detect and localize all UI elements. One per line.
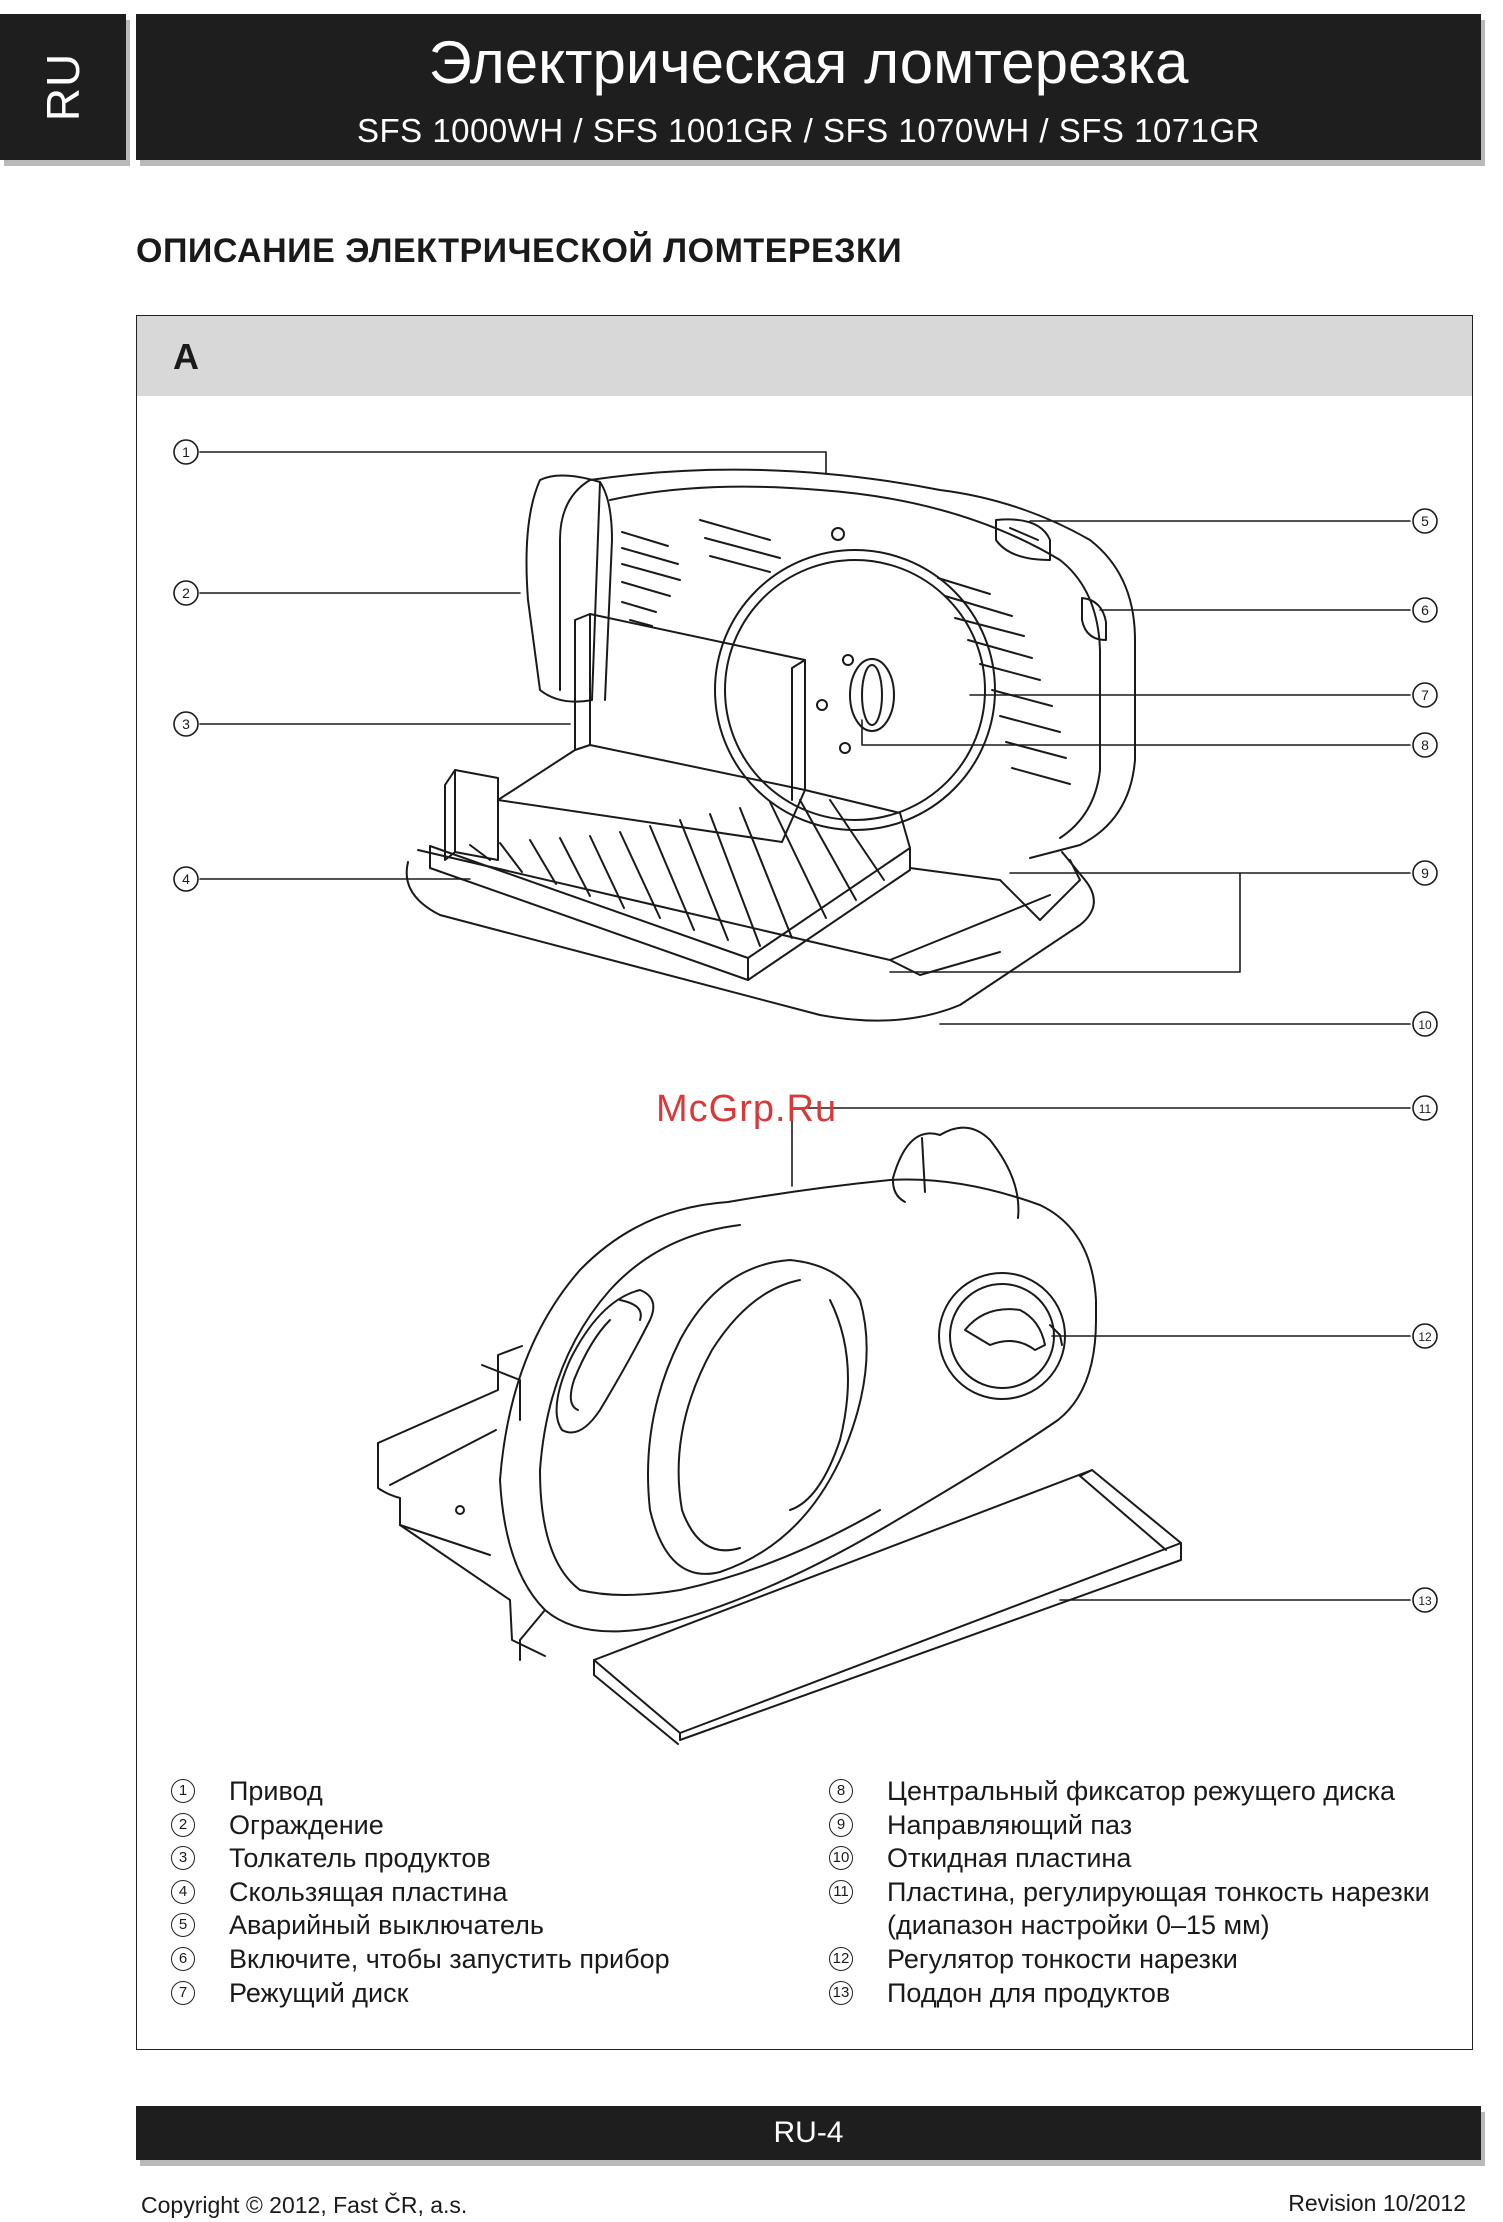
revision-text: Revision 10/2012 xyxy=(1288,2190,1466,2216)
legend-item-8: 8 Центральный фиксатор режущего диска xyxy=(829,1775,1430,1809)
legend-number: 9 xyxy=(829,1812,853,1837)
legend-number: 6 xyxy=(171,1946,195,1971)
legend-item-12: 12 Регулятор тонкости нарезки xyxy=(829,1943,1430,1977)
legend-number: 1 xyxy=(171,1779,195,1803)
legend-number: 11 xyxy=(829,1879,853,1904)
callout-3: 3 xyxy=(173,711,199,737)
callout-7: 7 xyxy=(1412,682,1438,708)
copyright-text: Copyright © 2012, Fast ČR, a.s. xyxy=(141,2192,468,2218)
legend-text-continued: (диапазон настройки 0–15 мм) xyxy=(887,1910,1270,1941)
callout-10: 10 xyxy=(1412,1011,1438,1037)
legend-item-7: 7 Режущий диск xyxy=(171,1977,670,2011)
callout-6-number: 6 xyxy=(1421,602,1429,618)
footer-page-bar: RU-4 xyxy=(136,2106,1481,2160)
legend-number: 3 xyxy=(171,1846,195,1871)
callout-5: 5 xyxy=(1412,508,1438,534)
bottom-slicer-drawing xyxy=(377,1126,1182,1745)
callout-13-number: 13 xyxy=(1418,1594,1432,1608)
callout-10-number: 10 xyxy=(1418,1018,1432,1032)
callout-4-number: 4 xyxy=(182,871,190,887)
callout-12-number: 12 xyxy=(1418,1330,1432,1344)
callout-12: 12 xyxy=(1412,1323,1438,1349)
top-slicer-drawing xyxy=(405,468,1136,1022)
figure-label-bar: A xyxy=(137,316,1472,396)
legend-text: Включите, чтобы запустить прибор xyxy=(229,1943,670,1974)
legend-number: 8 xyxy=(829,1779,853,1803)
legend-item-10: 10 Откидная пластина xyxy=(829,1842,1430,1876)
callout-9-number: 9 xyxy=(1421,865,1429,881)
callout-8: 8 xyxy=(1412,732,1438,758)
legend-text: Откидная пластина xyxy=(887,1843,1132,1874)
callout-1: 1 xyxy=(173,439,199,465)
legend-item-11: 11 Пластина, регулирующая тонкость нарез… xyxy=(829,1876,1430,1943)
callout-8-number: 8 xyxy=(1421,737,1429,753)
callout-7-number: 7 xyxy=(1421,687,1429,703)
legend-text: Толкатель продуктов xyxy=(229,1843,491,1874)
callout-2-number: 2 xyxy=(182,585,190,601)
legend-number: 12 xyxy=(829,1946,853,1971)
legend-text: Направляющий паз xyxy=(887,1809,1133,1840)
legend-number: 2 xyxy=(171,1812,195,1837)
title-bar: Электрическая ломтерезка SFS 1000WH / SF… xyxy=(136,14,1481,160)
callout-3-number: 3 xyxy=(182,716,190,732)
callout-9: 9 xyxy=(1412,860,1438,886)
legend-text: Аварийный выключатель xyxy=(229,1910,544,1941)
legend-number: 4 xyxy=(171,1879,195,1904)
leader-lines xyxy=(199,451,1411,1601)
callout-markers: 1 2 3 4 5 6 7 8 xyxy=(173,439,1438,1613)
callout-11: 11 xyxy=(1412,1095,1438,1121)
legend-item-2: 2 Ограждение xyxy=(171,1809,670,1843)
legend-number: 13 xyxy=(829,1980,853,2005)
legend-number: 5 xyxy=(171,1913,195,1938)
callout-1-number: 1 xyxy=(182,444,190,460)
figure-box: A xyxy=(136,315,1473,2050)
callout-13: 13 xyxy=(1412,1587,1438,1613)
legend-text: Регулятор тонкости нарезки xyxy=(887,1943,1238,1974)
legend-number: 7 xyxy=(171,1980,195,2005)
page-title: Электрическая ломтерезка xyxy=(428,29,1189,96)
legend-item-1: 1 Привод xyxy=(171,1775,670,1809)
legend-text: Скользящая пластина xyxy=(229,1876,508,1907)
watermark-text: McGrp.Ru xyxy=(656,1088,838,1130)
language-tab: RU xyxy=(0,14,126,160)
callout-11-number: 11 xyxy=(1419,1102,1432,1116)
legend-text: Привод xyxy=(229,1776,323,1806)
model-numbers: SFS 1000WH / SFS 1001GR / SFS 1070WH / S… xyxy=(356,112,1260,149)
figure-label: A xyxy=(173,336,199,377)
legend-item-9: 9 Направляющий паз xyxy=(829,1809,1430,1843)
legend-item-3: 3 Толкатель продуктов xyxy=(171,1842,670,1876)
callout-6: 6 xyxy=(1412,597,1438,623)
legend-text: Центральный фиксатор режущего диска xyxy=(887,1776,1396,1806)
legend-item-6: 6 Включите, чтобы запустить прибор xyxy=(171,1943,670,1977)
legend-item-4: 4 Скользящая пластина xyxy=(171,1876,670,1910)
legend-text: Пластина, регулирующая тонкость нарезки xyxy=(887,1876,1430,1907)
legend-text: Поддон для продуктов xyxy=(887,1977,1171,2008)
legend-number: 10 xyxy=(829,1846,853,1871)
callout-4: 4 xyxy=(173,866,199,892)
page-number: RU-4 xyxy=(773,2116,844,2149)
legend-item-13: 13 Поддон для продуктов xyxy=(829,1977,1430,2011)
legend-text: Режущий диск xyxy=(229,1977,409,2008)
callout-5-number: 5 xyxy=(1421,513,1429,529)
legend-item-5: 5 Аварийный выключатель xyxy=(171,1909,670,1943)
legend-left: 1 Привод 2 Ограждение 3 Толкатель продук… xyxy=(171,1775,670,2010)
section-heading: ОПИСАНИЕ ЭЛЕКТРИЧЕСКОЙ ЛОМТЕРЕЗКИ xyxy=(136,232,903,270)
legend-text: Ограждение xyxy=(229,1809,384,1840)
callout-2: 2 xyxy=(173,580,199,606)
legend-right: 8 Центральный фиксатор режущего диска 9 … xyxy=(829,1775,1430,2010)
